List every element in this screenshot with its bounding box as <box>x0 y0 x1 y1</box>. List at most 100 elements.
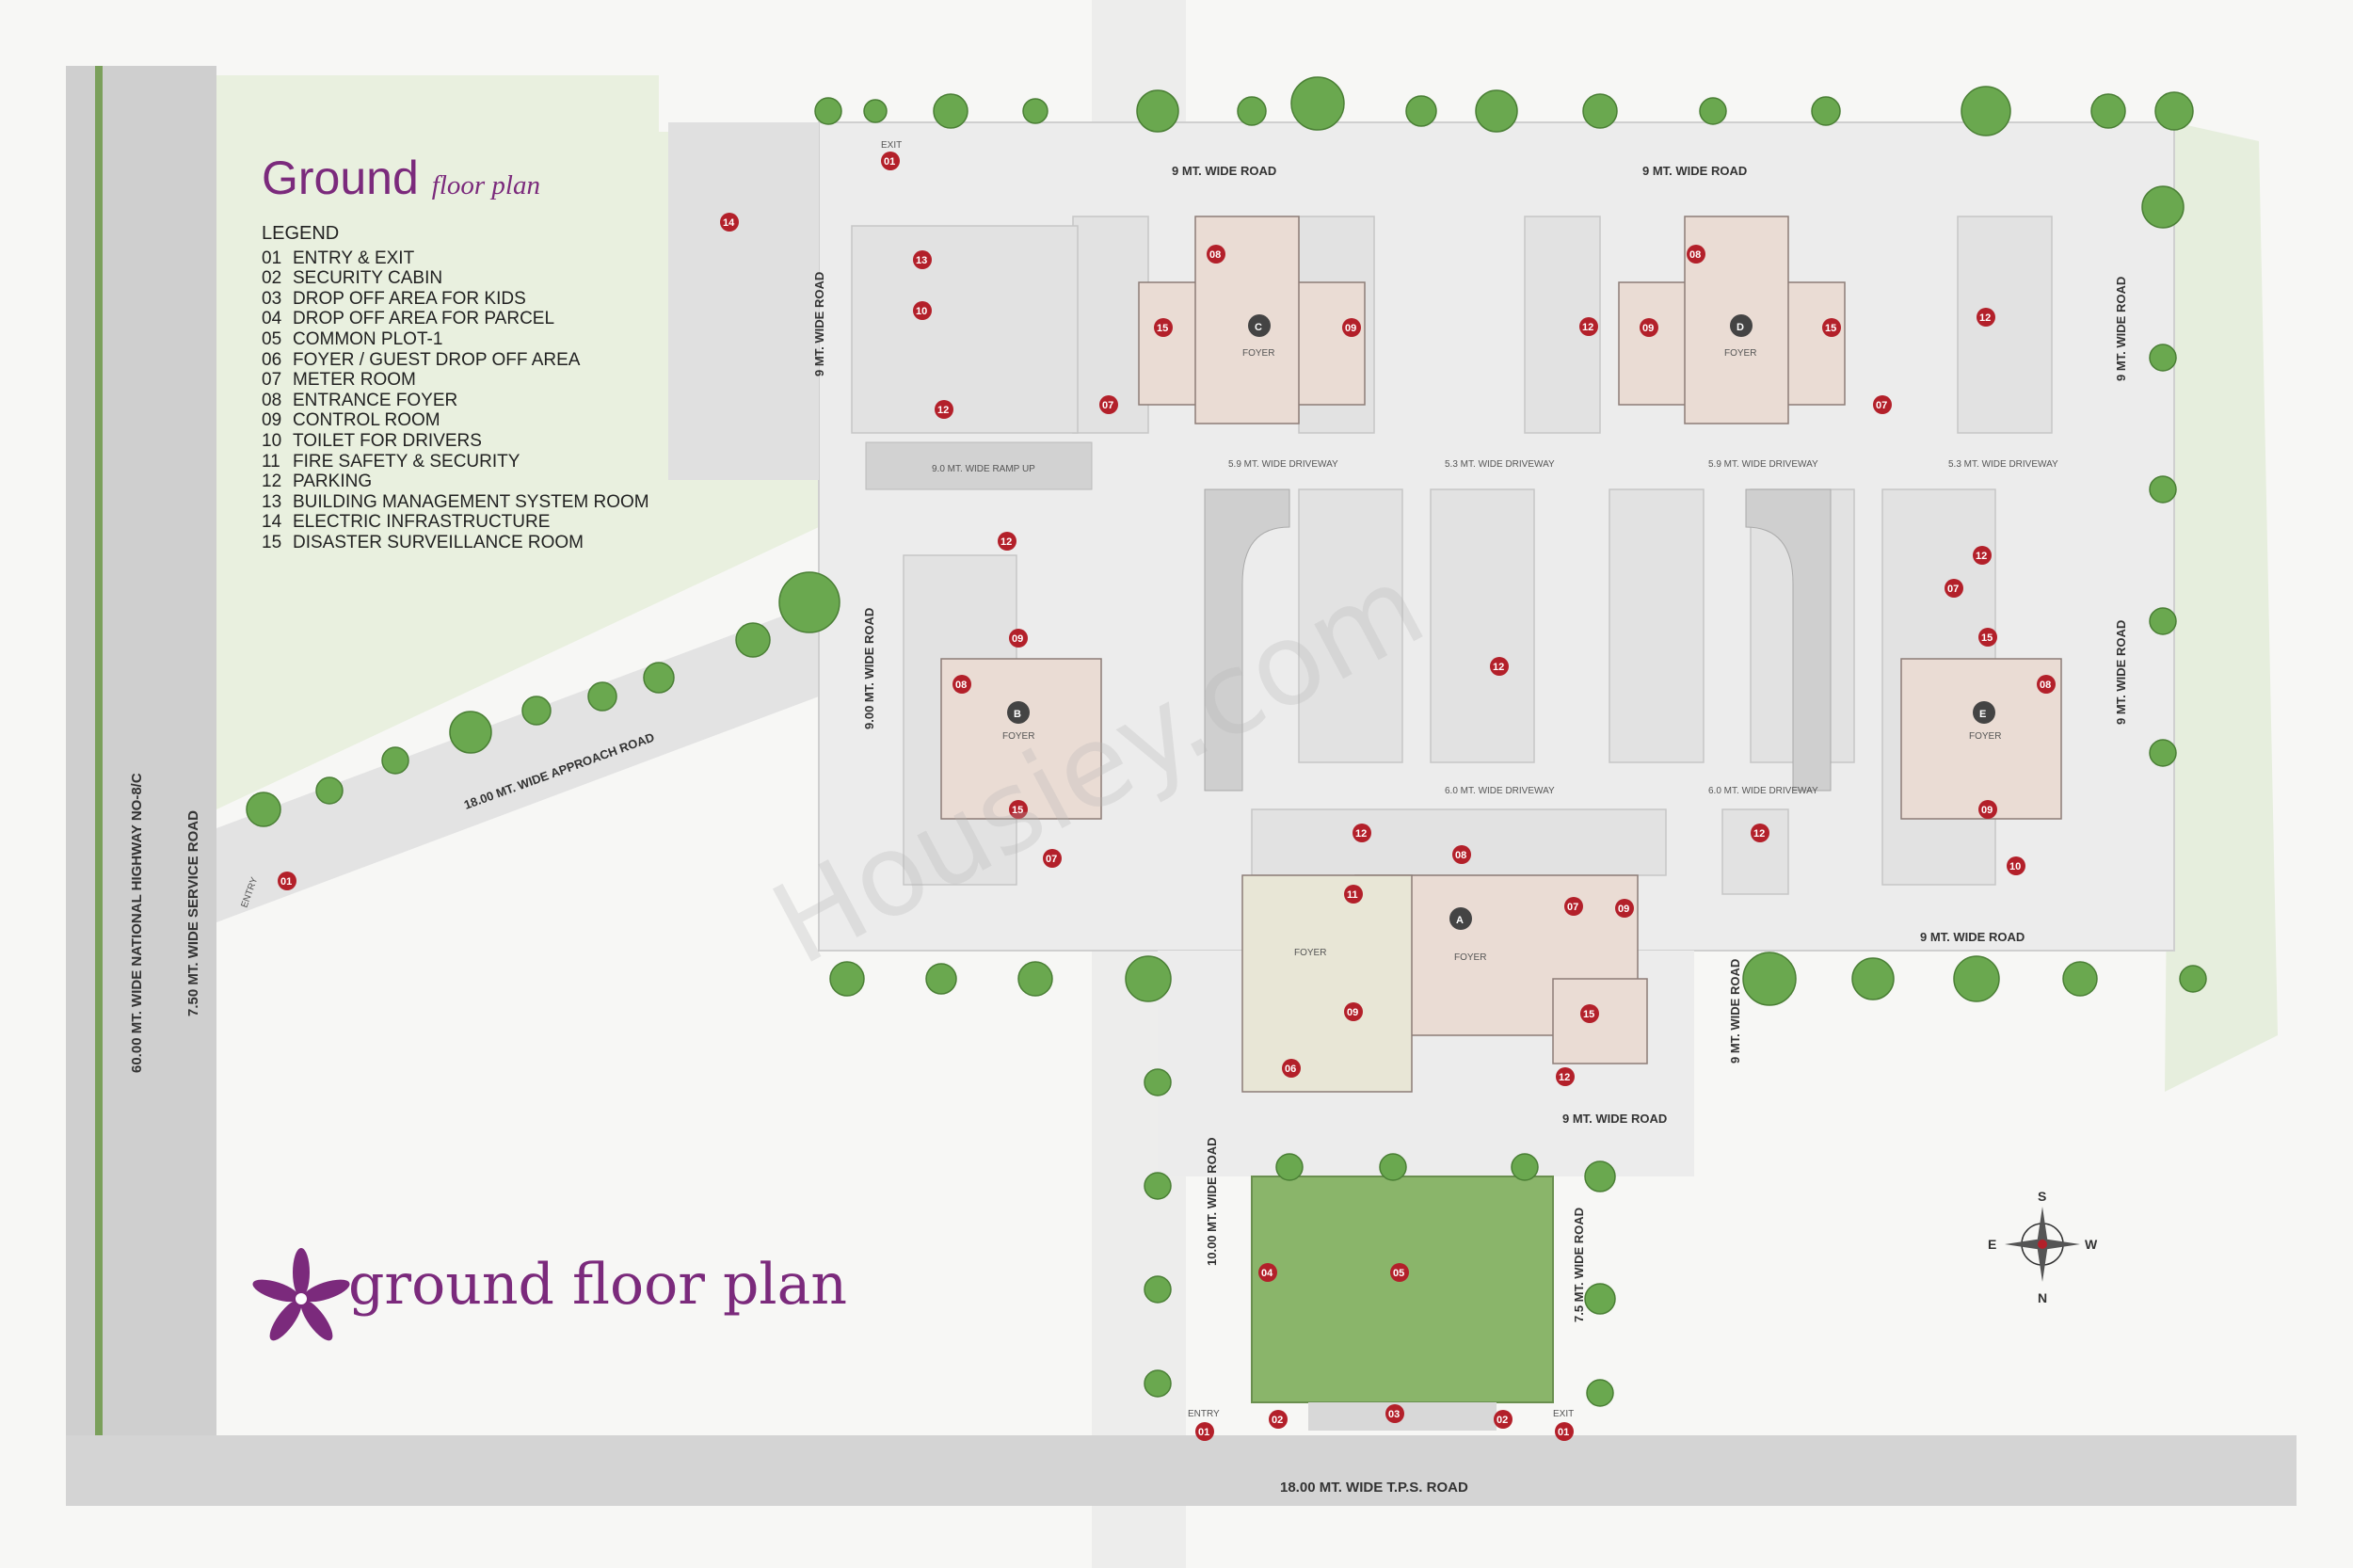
svg-text:09: 09 <box>1345 323 1356 334</box>
legend-num: 08 <box>262 390 282 410</box>
green-zone-right <box>2165 122 2278 1092</box>
legend-item: 11 FIRE SAFETY & SECURITY <box>262 452 649 472</box>
tps-road <box>66 1435 2297 1506</box>
foyer-label-lobby: FOYER <box>1294 948 1326 958</box>
tree-rows <box>246 76 2207 1407</box>
svg-text:09: 09 <box>1347 1007 1358 1018</box>
svg-text:04: 04 <box>1261 1268 1273 1279</box>
common-plot-lawn <box>1251 1176 1554 1403</box>
highway-label: 60.00 MT. WIDE NATIONAL HIGHWAY NO-8/C <box>129 773 145 1073</box>
foyer-label-d: FOYER <box>1724 348 1756 359</box>
road-label-right-1: 9 MT. WIDE ROAD <box>2114 277 2128 381</box>
legend-num: 09 <box>262 410 282 431</box>
entry-label-bottom: ENTRY <box>1188 1409 1220 1419</box>
svg-text:A: A <box>1456 915 1464 926</box>
svg-text:E: E <box>1979 709 1986 720</box>
road-label-left-900: 9.00 MT. WIDE ROAD <box>862 608 876 729</box>
driveway-label-4: 5.3 MT. WIDE DRIVEWAY <box>1948 459 2058 470</box>
svg-text:02: 02 <box>1272 1415 1283 1426</box>
svg-text:S: S <box>2038 1189 2046 1204</box>
exit-label-bottom: EXIT <box>1553 1409 1574 1419</box>
driveway-label-3: 5.9 MT. WIDE DRIVEWAY <box>1708 459 1818 470</box>
legend-item: 15 DISASTER SURVEILLANCE ROOM <box>262 533 649 553</box>
legend-label: ENTRY & EXIT <box>293 248 415 268</box>
legend-label: DROP OFF AREA FOR PARCEL <box>293 309 555 329</box>
legend-label: ENTRANCE FOYER <box>293 390 458 410</box>
road-label-right-2: 9 MT. WIDE ROAD <box>2114 620 2128 725</box>
legend-num: 05 <box>262 328 282 349</box>
foyer-label-a: FOYER <box>1454 952 1486 963</box>
title-sub: floor plan <box>431 170 540 200</box>
legend-label: ELECTRIC INFRASTRUCTURE <box>293 512 551 533</box>
ramp-up <box>865 441 1093 490</box>
driveway-label-2: 5.3 MT. WIDE DRIVEWAY <box>1445 459 1555 470</box>
brand-text: ground floor plan <box>348 1252 848 1318</box>
plot-14-area <box>668 122 819 480</box>
svg-text:03: 03 <box>1388 1409 1400 1420</box>
foyer-label-c: FOYER <box>1242 348 1274 359</box>
legend-num: 15 <box>262 532 282 552</box>
svg-text:12: 12 <box>1979 312 1991 324</box>
highway-strip <box>66 66 216 1506</box>
legend-label: FOYER / GUEST DROP OFF AREA <box>293 349 581 370</box>
legend-label: METER ROOM <box>293 370 416 391</box>
svg-text:09: 09 <box>1618 904 1629 915</box>
svg-text:07: 07 <box>1947 584 1959 595</box>
svg-text:01: 01 <box>1558 1427 1569 1438</box>
legend-item: 07 METER ROOM <box>262 370 649 391</box>
svg-text:07: 07 <box>1102 400 1113 411</box>
driveway-label-5: 6.0 MT. WIDE DRIVEWAY <box>1445 786 1555 796</box>
ramp-up-label: 9.0 MT. WIDE RAMP UP <box>932 464 1035 474</box>
svg-text:01: 01 <box>884 156 895 168</box>
svg-text:15: 15 <box>1157 323 1168 334</box>
svg-text:N: N <box>2038 1290 2047 1305</box>
svg-text:12: 12 <box>1493 662 1504 673</box>
legend-num: 12 <box>262 472 282 492</box>
legend-num: 02 <box>262 268 282 289</box>
legend-num: 13 <box>262 491 282 512</box>
road-label-top-left: 9 MT. WIDE ROAD <box>1172 164 1276 178</box>
road-label-lower-right: 9 MT. WIDE ROAD <box>1920 930 2025 944</box>
legend-label: FIRE SAFETY & SECURITY <box>293 451 520 472</box>
svg-text:09: 09 <box>1981 805 1993 816</box>
legend-label: BUILDING MANAGEMENT SYSTEM ROOM <box>293 491 649 512</box>
legend-label: DISASTER SURVEILLANCE ROOM <box>293 532 584 552</box>
legend-num: 11 <box>262 451 280 472</box>
svg-text:12: 12 <box>1753 828 1765 840</box>
road-label-bottom: 9 MT. WIDE ROAD <box>1562 1112 1667 1126</box>
svg-text:13: 13 <box>916 255 927 266</box>
road-label-75m: 7.5 MT. WIDE ROAD <box>1572 1208 1586 1322</box>
brand-flower-icon <box>252 1248 350 1341</box>
service-road-label: 7.50 MT. WIDE SERVICE ROAD <box>185 810 201 1016</box>
svg-text:12: 12 <box>1355 828 1367 840</box>
legend-num: 07 <box>262 370 282 391</box>
svg-text:05: 05 <box>1393 1268 1404 1279</box>
svg-text:12: 12 <box>1000 536 1012 548</box>
svg-text:09: 09 <box>1642 323 1654 334</box>
legend-label: DROP OFF AREA FOR KIDS <box>293 288 526 309</box>
svg-text:C: C <box>1255 322 1262 333</box>
svg-text:E: E <box>1988 1237 1996 1252</box>
title-main: Ground <box>262 152 419 204</box>
svg-text:11: 11 <box>1347 889 1358 901</box>
foyer-label-e: FOYER <box>1969 731 2001 742</box>
legend-item: 01 ENTRY & EXIT <box>262 248 649 269</box>
svg-text:09: 09 <box>1012 633 1023 645</box>
brand-title: ground floor plan <box>260 1252 847 1318</box>
curved-ramp-right <box>1745 488 1832 792</box>
svg-text:08: 08 <box>1455 850 1466 861</box>
svg-text:14: 14 <box>723 217 735 229</box>
svg-text:12: 12 <box>937 405 949 416</box>
legend-num: 01 <box>262 248 282 268</box>
tower-markers: C D B E A <box>1007 314 1995 930</box>
svg-text:07: 07 <box>1567 902 1578 913</box>
